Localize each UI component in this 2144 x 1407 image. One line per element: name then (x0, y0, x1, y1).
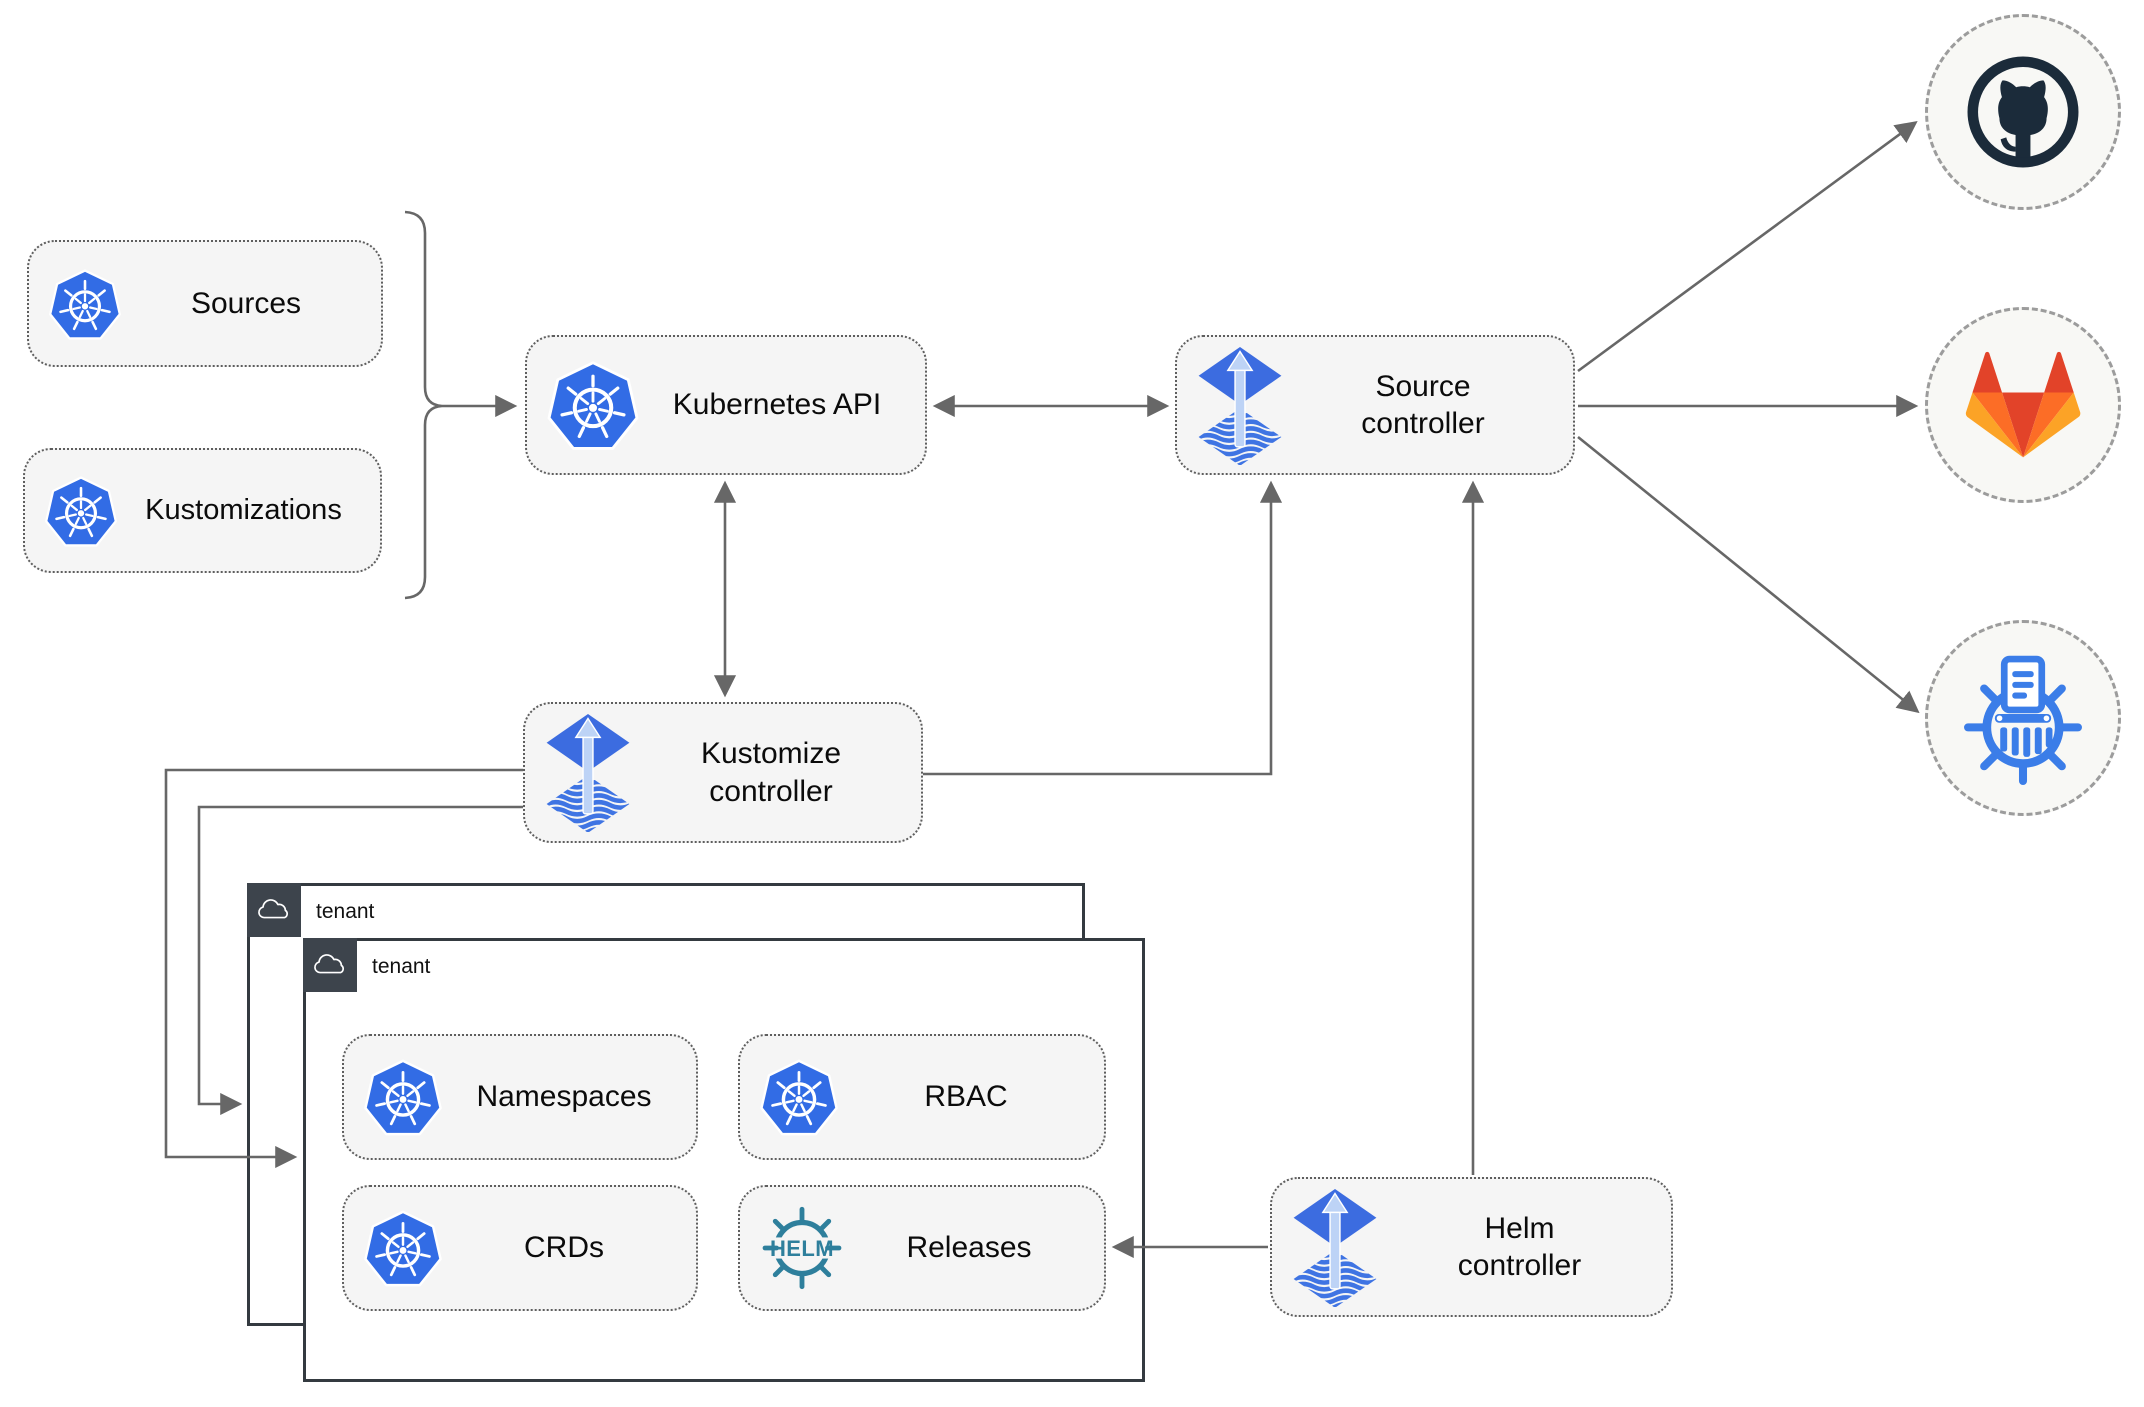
kubernetes-icon (43, 473, 119, 549)
cloud-icon (257, 898, 291, 923)
node-label: Kubernetes API (672, 388, 882, 422)
github-icon (1961, 50, 2085, 174)
node-crds: CRDs (342, 1185, 698, 1311)
external-kustomize (1925, 620, 2121, 816)
kubernetes-icon (362, 1207, 444, 1289)
node-releases: HELM Releases (738, 1185, 1106, 1311)
kubernetes-icon (758, 1056, 840, 1138)
flux-icon (1195, 346, 1285, 465)
node-label: Sources (190, 286, 302, 320)
node-kustomizations: Kustomizations (23, 448, 382, 573)
node-sources: Sources (27, 240, 383, 367)
node-source-controller: Source controller (1175, 335, 1575, 475)
node-label: Releases (906, 1231, 1032, 1265)
tenant-label: tenant (372, 955, 431, 978)
group-bracket (404, 210, 443, 600)
node-label: Kustomize controller (700, 737, 842, 808)
node-kubernetes-api: Kubernetes API (525, 335, 927, 475)
kustomize-icon (1956, 651, 2090, 785)
gitlab-icon (1965, 351, 2081, 459)
helm-logo-text: HELM (770, 1236, 834, 1261)
kubernetes-icon (362, 1056, 444, 1138)
node-label: CRDs (524, 1231, 604, 1265)
edge-source-github (1577, 121, 1918, 373)
node-helm-controller: Helm controller (1270, 1177, 1673, 1317)
node-label: Helm controller (1457, 1211, 1582, 1283)
tenant-tab (247, 883, 301, 937)
tenant-tab (303, 938, 357, 992)
node-label: Namespaces (476, 1080, 652, 1114)
node-namespaces: Namespaces (342, 1034, 698, 1160)
kubernetes-icon (545, 357, 641, 453)
external-gitlab (1925, 307, 2121, 503)
flux-icon (1290, 1188, 1380, 1307)
edge-source-kustomize-target (1577, 435, 1920, 714)
node-label: RBAC (924, 1080, 1008, 1114)
helm-icon: HELM (762, 1206, 842, 1290)
cloud-icon (313, 953, 347, 978)
flux-icon (543, 713, 633, 832)
node-rbac: RBAC (738, 1034, 1106, 1160)
edge-kustomize-source (923, 480, 1283, 776)
node-kustomize-controller: Kustomize controller (523, 702, 923, 843)
tenant-box-front: tenant (303, 938, 1145, 1382)
node-label: Source controller (1361, 369, 1485, 441)
external-github (1925, 14, 2121, 210)
tenant-label: tenant (316, 900, 375, 923)
node-label: Kustomizations (145, 494, 342, 527)
kubernetes-icon (47, 266, 123, 342)
